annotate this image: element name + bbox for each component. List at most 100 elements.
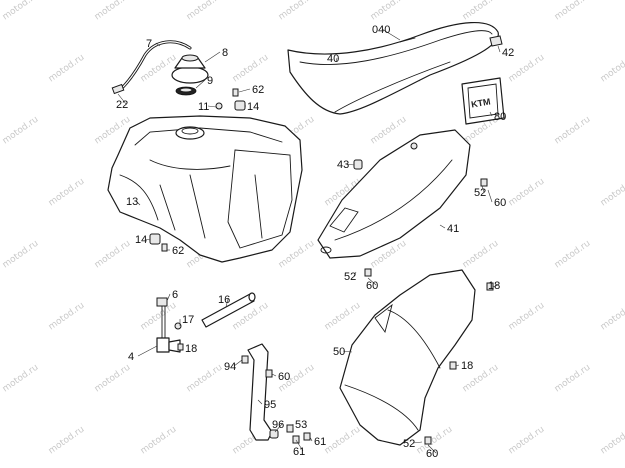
part-callout-label: 60	[366, 280, 378, 292]
watermark-text: motod.ru	[553, 0, 593, 22]
watermark-text: motod.ru	[231, 53, 271, 85]
part-callout-label: 13	[126, 196, 138, 208]
leader-line	[346, 163, 355, 166]
watermark-text: motod.ru	[47, 425, 87, 457]
watermark-text: motod.ru	[47, 301, 87, 333]
ktm-decal: KTM	[461, 77, 505, 125]
part-callout-label: 52	[474, 187, 486, 199]
leader-line	[135, 200, 141, 206]
part-callout-label: 95	[264, 399, 276, 411]
part-callout-label: 11	[198, 101, 209, 113]
part-callout-label: 60	[278, 371, 290, 383]
part-callout-label: 16	[218, 294, 230, 306]
part-callout-label: 43	[337, 159, 349, 171]
leader-lines	[117, 28, 501, 454]
watermark-text: motod.ru	[47, 177, 87, 209]
watermark-text: motod.ru	[323, 301, 363, 333]
watermark-text: motod.ru	[47, 53, 87, 85]
watermark-text: motod.ru	[599, 301, 625, 333]
part-callout-label: 42	[502, 47, 514, 59]
fuel-tap	[156, 297, 184, 353]
leader-line	[353, 271, 357, 277]
leader-line	[204, 51, 221, 63]
part-callout-label: 9	[207, 75, 213, 87]
part-callout-label: 22	[116, 99, 128, 111]
part-callout-label: 040	[372, 24, 390, 36]
part-callout-label: 14	[135, 234, 147, 246]
leader-line	[207, 105, 217, 108]
fuel-cap	[171, 54, 209, 96]
watermark-text: motod.ru	[93, 363, 133, 395]
side-panel-upper	[317, 129, 471, 259]
watermark-text: motod.ru	[507, 177, 547, 209]
part-callout-label: 61	[293, 446, 305, 458]
leader-line	[335, 57, 338, 63]
part-callout-label: 94	[224, 361, 236, 373]
watermark-text: motod.ru	[599, 53, 625, 85]
watermark-text: motod.ru	[93, 0, 133, 22]
leader-line	[271, 373, 277, 377]
part-callout-label: 52	[344, 271, 356, 283]
part-callout-label: 53	[295, 419, 307, 431]
leader-line	[439, 224, 446, 229]
side-cover-lower	[339, 269, 494, 446]
leader-line	[155, 42, 161, 47]
part-callout-label: 18	[185, 343, 197, 355]
breather-hose	[111, 40, 192, 95]
side-panel-hardware	[353, 159, 488, 277]
tank-mount-left	[149, 233, 168, 252]
part-callout-label: 17	[182, 314, 194, 326]
watermark-text: motod.ru	[1, 0, 41, 22]
part-callout-label: 60	[426, 448, 438, 460]
watermark-text: motod.ru	[553, 239, 593, 271]
watermark-text: motod.ru	[1, 239, 41, 271]
watermark-text: motod.ru	[277, 0, 317, 22]
leader-line	[195, 79, 206, 89]
leader-line	[427, 444, 437, 454]
leader-line	[342, 350, 353, 353]
part-callout-label: 61	[314, 436, 326, 448]
watermark-text: motod.ru	[599, 177, 625, 209]
watermark-text: motod.ru	[93, 239, 133, 271]
leader-line	[144, 238, 151, 241]
part-callout-label: 7	[146, 38, 152, 50]
fuel-line	[201, 292, 256, 328]
leader-line	[367, 277, 377, 286]
part-callout-label: 6	[172, 289, 178, 301]
part-callout-label: 62	[252, 84, 264, 96]
part-callout-label: 62	[172, 245, 184, 257]
watermark-text: motod.ru	[185, 363, 225, 395]
watermark-text: motod.ru	[1, 363, 41, 395]
leader-line	[257, 399, 263, 405]
ktm-decal-text: KTM	[470, 96, 491, 109]
leader-line	[412, 441, 423, 444]
part-callout-label: 52	[403, 438, 415, 450]
part-callout-label: 40	[327, 53, 339, 65]
part-callout-label: 14	[247, 101, 259, 113]
watermark-text: motod.ru	[507, 301, 547, 333]
watermark-text: motod.ru	[461, 0, 501, 22]
fuel-tank	[107, 115, 303, 263]
part-callout-label: 41	[447, 223, 459, 235]
leader-line	[455, 364, 460, 367]
part-callout-label: 50	[333, 346, 345, 358]
watermark-text: motod.ru	[507, 425, 547, 457]
part-callout-label: 8	[222, 47, 228, 59]
leader-line	[225, 298, 229, 308]
leader-line	[309, 436, 313, 442]
leader-line	[274, 423, 283, 433]
leader-line	[492, 284, 499, 288]
leader-line	[137, 345, 158, 357]
watermark-text: motod.ru	[461, 239, 501, 271]
leader-line	[487, 189, 493, 203]
leader-line	[238, 88, 251, 93]
leader-line	[497, 45, 501, 53]
part-callout-label: 80	[494, 111, 506, 123]
leader-line	[117, 93, 127, 105]
watermark-text: motod.ru	[599, 425, 625, 457]
seat	[287, 22, 503, 115]
leader-line	[381, 28, 401, 41]
watermark-text: motod.ru	[369, 0, 409, 22]
